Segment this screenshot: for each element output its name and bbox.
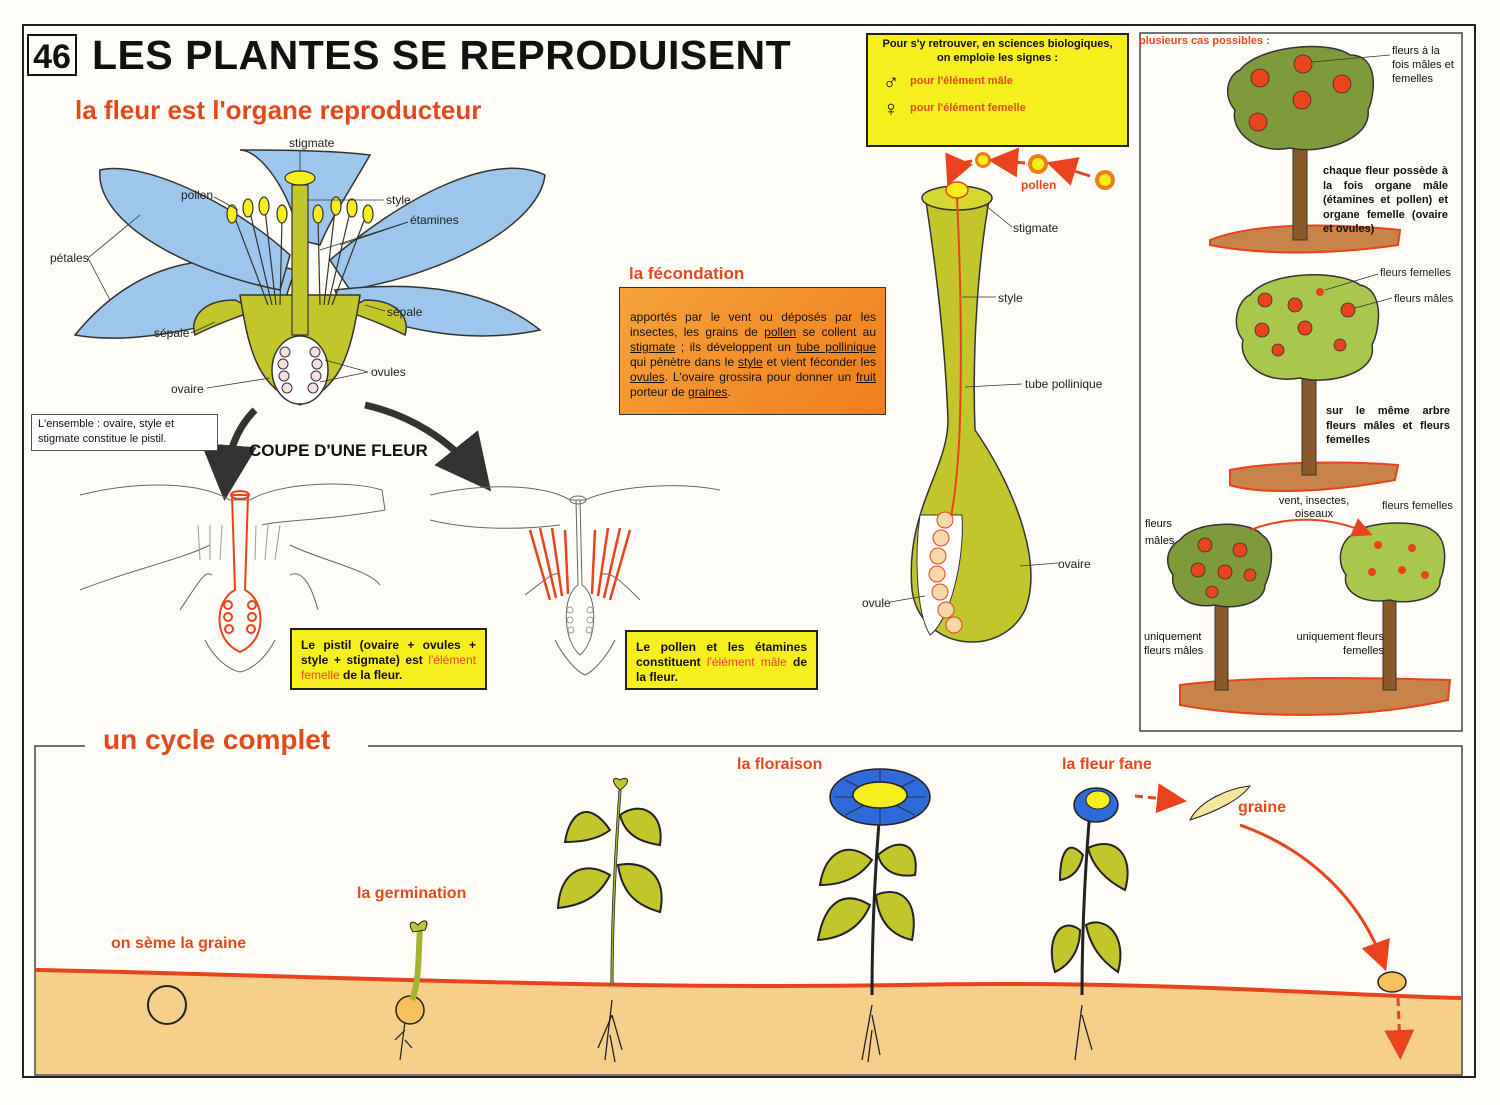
pistil-box-text-end: de la fleur. [339, 668, 403, 682]
fec-text: porteur de [630, 385, 689, 399]
page-title: LES PLANTES SE REPRODUISENT [92, 32, 792, 78]
fec-word-style: style [738, 355, 763, 369]
label-ovules: ovules [371, 365, 406, 379]
cycle-label-seme: on sème la graine [111, 935, 247, 952]
label-sepale-right: sépale [387, 305, 423, 319]
male-box-text: Le pollen et les étamines constituent [636, 640, 807, 669]
pistil-female-box: Le pistil (ovaire + ovules + style + sti… [290, 628, 487, 690]
label-ovaire: ovaire [171, 382, 204, 396]
tree3-males-label: fleurs mâles [1145, 518, 1175, 547]
pistil-note: L'ensemble : ovaire, style et stigmate c… [31, 414, 218, 451]
pistil-box-text: Le pistil (ovaire + ovules + style + sti… [301, 638, 476, 667]
cases-title: plusieurs cas possibles : [1139, 35, 1270, 47]
signs-box: Pour s'y retrouver, en sciences biologiq… [866, 33, 1129, 147]
pistil-fecondation-drawing [910, 147, 1115, 643]
male-box-highlight: l'élément mâle [706, 655, 787, 669]
lesson-number: 46 [27, 34, 77, 76]
poster-frame [22, 24, 1476, 1078]
cases-panel-frame [1139, 32, 1463, 732]
fec-text: se collent au [796, 325, 876, 339]
label-petales: pétales [50, 251, 89, 265]
male-symbol-icon: ♂ [882, 69, 900, 94]
cycle-seed [147, 985, 187, 1025]
tree2-label-males: fleurs mâles [1394, 293, 1454, 305]
trees-dioecious [1166, 518, 1452, 716]
tree1-text: chaque fleur possède à la fois organe mâ… [1323, 165, 1448, 235]
cycle-flowering-plant [816, 768, 931, 1063]
pistil-label-stigmate: stigmate [1013, 221, 1059, 235]
tree2-label-females: fleurs femelles [1380, 267, 1451, 279]
pistil-box-highlight: l'élément femelle [301, 653, 476, 682]
pistil-highlight-drawing [79, 483, 386, 673]
pistil-label-style: style [998, 291, 1023, 305]
label-stigmate: stigmate [289, 136, 335, 150]
cycle-young-plant [556, 777, 663, 1063]
fec-text: apportés par le vent ou déposés par les … [630, 310, 876, 339]
fec-word-tube: tube pollinique [796, 340, 876, 354]
fec-text: . L'ovaire grossira pour donner un [664, 370, 856, 384]
fecondation-box: apportés par le vent ou déposés par les … [619, 287, 886, 415]
tree1-label: fleurs à la fois mâles et femelles [1392, 45, 1454, 85]
tree-monoecious [1229, 274, 1400, 492]
label-pollen: pollen [181, 188, 214, 202]
female-sign-text: pour l'élément femelle [910, 102, 1026, 114]
cycle-label-graine: graine [1238, 799, 1287, 816]
male-sign-text: pour l'élément mâle [910, 75, 1013, 87]
tree3-vectors: vent, insectes, oiseaux [1278, 495, 1350, 520]
fec-word-pollen: pollen [764, 325, 797, 339]
male-box-text-end: de la fleur. [636, 655, 808, 684]
fec-text: et vient féconder les [762, 355, 876, 369]
cycle-label-floraison: la floraison [737, 756, 823, 773]
fec-word-fruit: fruit [855, 370, 876, 384]
label-sepale-left: sépale [154, 326, 190, 340]
tree3-females-label: fleurs femelles [1382, 500, 1453, 512]
cycle-label-fane: la fleur fane [1062, 756, 1152, 773]
tree2-text: sur le même arbre fleurs mâles et fleurs… [1326, 405, 1450, 446]
coupe-title: COUPE D'UNE FLEUR [249, 441, 428, 460]
flower-subtitle: la fleur est l'organe reproducteur [75, 95, 482, 125]
female-symbol-icon: ♀ [882, 96, 900, 121]
fec-text: qui pénètre dans le [630, 355, 738, 369]
soil [36, 970, 1461, 1074]
pistil-label-pollen: pollen [1021, 178, 1057, 192]
fecondation-title: la fécondation [629, 264, 745, 283]
pistil-label-ovule: ovule [862, 596, 891, 610]
fec-word-stigmate: stigmate [630, 340, 676, 354]
label-style: style [386, 193, 411, 207]
cycle-label-germination: la germination [357, 885, 467, 902]
fec-text: ; ils développent un [675, 340, 797, 354]
stamens-male-box: Le pollen et les étamines constituent l'… [625, 630, 818, 690]
cycle-wilting-plant [1050, 783, 1415, 1061]
fec-word-ovules: ovules [630, 370, 665, 384]
signs-intro: Pour s'y retrouver, en sciences biologiq… [882, 38, 1113, 64]
cycle-frame [34, 745, 1463, 1076]
tree3-only-females: uniquement fleurs femelles [1296, 631, 1384, 657]
fec-text: . [727, 385, 731, 399]
label-etamines: étamines [410, 213, 459, 227]
pistil-label-ovaire: ovaire [1058, 557, 1091, 571]
flower-cross-section [73, 149, 546, 406]
fec-word-graines: graines [688, 385, 728, 399]
cycle-title: un cycle complet [103, 724, 331, 755]
tree3-only-males: uniquement fleurs mâles [1144, 631, 1204, 657]
tree-hermaphrodite [1209, 45, 1402, 254]
cycle-germination [394, 920, 428, 1061]
pistil-label-tube: tube pollinique [1025, 377, 1103, 391]
